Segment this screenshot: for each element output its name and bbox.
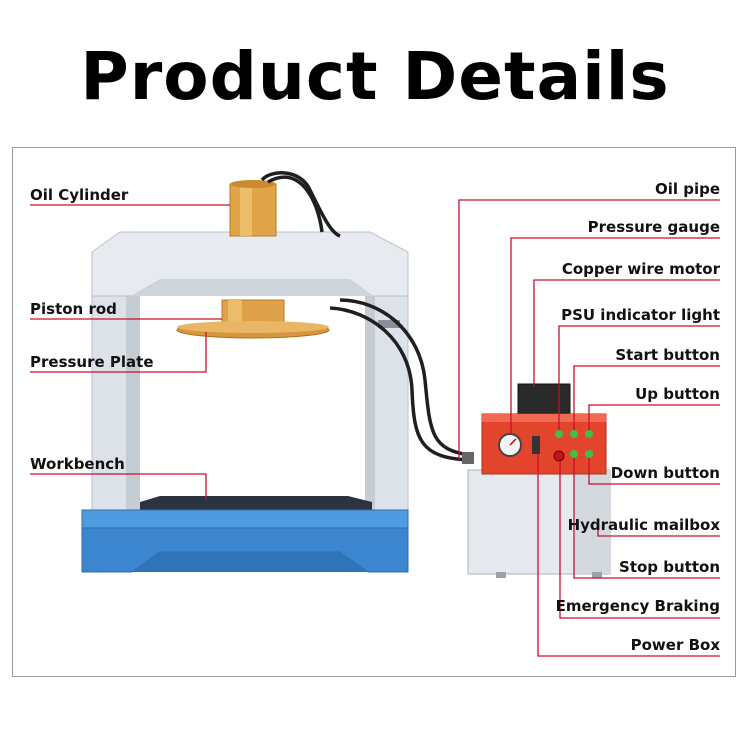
label-power-box: Power Box: [630, 636, 720, 654]
workbench-base: [81, 496, 409, 573]
label-down-button: Down button: [610, 464, 720, 482]
page-title: Product Details: [80, 38, 670, 115]
label-workbench: Workbench: [30, 455, 125, 473]
label-pressure-plate: Pressure Plate: [30, 353, 154, 371]
diagram-frame: [12, 147, 736, 677]
label-hydraulic-mailbox: Hydraulic mailbox: [567, 516, 720, 534]
label-up-button: Up button: [635, 385, 720, 403]
press-frame: [91, 231, 409, 515]
label-oil-pipe: Oil pipe: [654, 180, 720, 198]
label-pressure-gauge: Pressure gauge: [587, 218, 720, 236]
piston-and-plate: [176, 299, 330, 339]
oil-hoses: [260, 171, 471, 462]
leader-lines-left: [30, 204, 230, 500]
label-piston-rod: Piston rod: [30, 300, 117, 318]
label-copper-wire-motor: Copper wire motor: [561, 260, 720, 278]
label-emergency-braking: Emergency Braking: [555, 597, 720, 615]
label-psu-indicator-light: PSU indicator light: [561, 306, 720, 324]
label-oil-cylinder: Oil Cylinder: [30, 186, 129, 204]
hydraulic-station: [462, 383, 611, 578]
oil-cylinder: [229, 180, 277, 237]
leader-lines-right: [458, 199, 720, 657]
label-start-button: Start button: [615, 346, 720, 364]
label-stop-button: Stop button: [619, 558, 720, 576]
